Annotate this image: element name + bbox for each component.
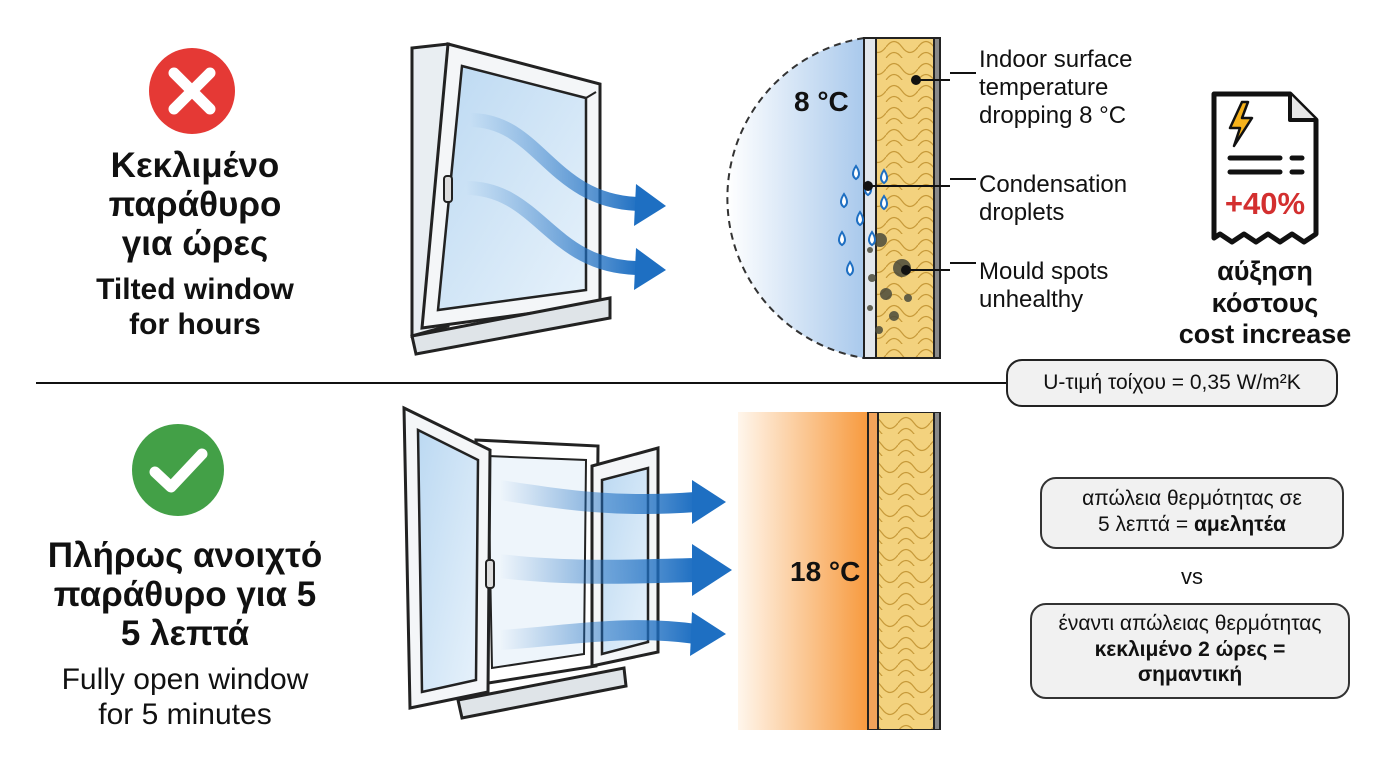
open-subtitle-line: for 5 minutes [98,697,272,731]
box-text-bold: σημαντική [1137,663,1243,687]
box-text-bold: αμελητέα [1193,512,1286,536]
heat-loss-5min-box: απώλεια θερμότητας σε 5 λεπτά = αμελητέα [1040,477,1344,549]
tilted-title-line: για ώρες [121,224,269,264]
box-line: κεκλιμένο 2 ώρες = [1032,637,1348,663]
callout-connector [950,178,976,180]
open-subtitle-line: Fully open window [61,663,309,696]
box-line: σημαντική [1032,662,1348,688]
callout-line: droplets [979,198,1065,226]
callout-line: temperature [979,73,1109,101]
cost-increase-label: αύξηση κόστους cost increase [1170,256,1360,351]
cold-temperature-label: 8 °C [794,86,849,117]
tilted-section: Κεκλιμένο παράθυρο για ώρες Tilted windo… [0,0,1376,380]
callout-line: unhealthy [979,285,1084,313]
u-value-text: U-τιμή τοίχου = 0,35 W/m²K [1043,371,1301,394]
callout-connector [950,72,976,74]
lightning-bill-icon [1211,91,1319,245]
box-line: απώλεια θερμότητας σε [1082,487,1302,510]
callout-connector [950,262,976,264]
cost-label-line: κόστους [1211,287,1319,318]
tilted-title: Κεκλιμένο παράθυρο για ώρες [40,146,350,264]
open-title-line: Πλήρως ανοιχτό [47,536,323,575]
open-title: Πλήρως ανοιχτό παράθυρο για 5 5 λεπτά [20,536,350,654]
warm-temperature-label: 18 °C [790,556,861,587]
box-line: έναντι απώλειας θερμότητας [1058,612,1322,635]
open-title-line: παράθυρο για 5 [53,575,317,615]
temperature-callout: Indoor surface temperature dropping 8 °C [979,46,1132,129]
cross-icon [149,48,235,134]
callout-line: Mould spots [979,258,1109,285]
tilted-subtitle-line: Tilted window [96,273,294,306]
open-title-line: 5 λεπτά [120,614,250,654]
tilted-window-illustration [410,42,666,356]
box-text-bold: κεκλιμένο 2 ώρες = [1094,637,1286,661]
cold-wall-section [726,37,950,359]
callout-line: Indoor surface [979,46,1133,73]
tilted-title-line: παράθυρο [108,185,282,225]
cost-label-line: αύξηση [1217,256,1313,286]
warm-wall-section [738,412,941,730]
callout-line: dropping 8 °C [979,101,1127,129]
open-section: Πλήρως ανοιχτό παράθυρο για 5 5 λεπτά Fu… [0,390,1376,768]
mould-callout: Mould spots unhealthy [979,258,1108,314]
open-subtitle: Fully open window for 5 minutes [20,663,350,733]
u-value-badge: U-τιμή τοίχου = 0,35 W/m²K [1006,359,1338,407]
tilted-title-line: Κεκλιμένο [110,146,280,185]
check-icon [132,424,224,516]
box-text-plain: 5 λεπτά = [1098,512,1194,536]
section-divider [36,382,1006,384]
versus-label: vs [1181,564,1203,589]
box-line: 5 λεπτά = αμελητέα [1042,512,1342,538]
cost-percent-label: +40% [1224,186,1306,221]
tilted-subtitle: Tilted window for hours [40,273,350,343]
open-window-illustration [402,405,732,720]
cost-label-line: cost increase [1178,319,1352,350]
condensation-callout: Condensation droplets [979,171,1127,227]
callout-line: Condensation [979,171,1128,198]
heat-loss-tilted-box: έναντι απώλειας θερμότητας κεκλιμένο 2 ώ… [1030,603,1350,699]
tilted-subtitle-line: for hours [129,307,261,341]
